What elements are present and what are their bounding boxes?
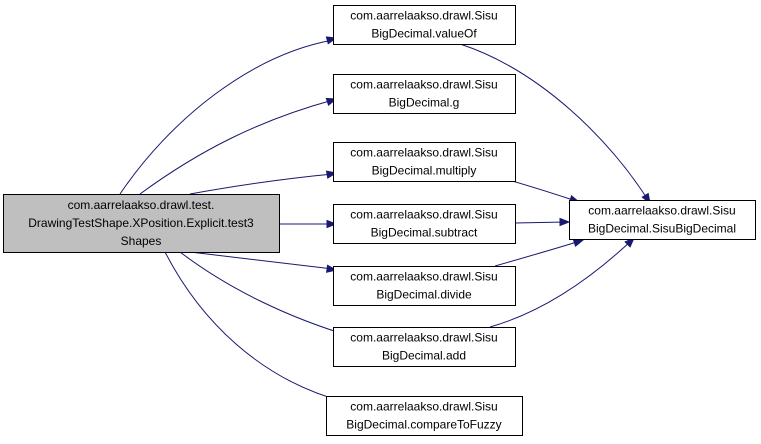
node-label-line: BigDecimal.compareToFuzzy	[346, 418, 501, 432]
nodes-layer: com.aarrelaakso.drawl.test. DrawingTestSh…	[3, 5, 756, 436]
edge-line	[514, 221, 567, 224]
node-label-line: com.aarrelaakso.drawl.Sisu	[350, 146, 497, 160]
edge-line	[179, 251, 351, 337]
node-multiply[interactable]: com.aarrelaakso.drawl.SisuBigDecimal.mul…	[333, 142, 516, 182]
node-box	[333, 5, 516, 45]
edge-root-to-multiply	[189, 170, 338, 195]
node-label-line: BigDecimal.SisuBigDecimal	[588, 222, 736, 236]
node-valueOf[interactable]: com.aarrelaakso.drawl.SisuBigDecimal.val…	[333, 5, 516, 45]
node-label-line: BigDecimal.subtract	[371, 226, 478, 240]
node-label-line: com.aarrelaakso.drawl.test.	[68, 198, 215, 212]
node-box	[333, 74, 516, 114]
node-label-line: com.aarrelaakso.drawl.Sisu	[350, 78, 497, 92]
node-ctor[interactable]: com.aarrelaakso.drawl.SisuBigDecimal.Sis…	[569, 200, 756, 240]
node-root[interactable]: com.aarrelaakso.drawl.test. DrawingTestSh…	[3, 194, 280, 253]
edge-line	[119, 39, 334, 195]
edge-root-to-divide	[189, 251, 338, 273]
edge-line	[489, 239, 633, 328]
node-label-line: com.aarrelaakso.drawl.Sisu	[350, 331, 497, 345]
node-label-line: BigDecimal.valueOf	[371, 27, 477, 41]
node-label-line: BigDecimal.divide	[376, 288, 472, 302]
arrowhead-icon	[559, 217, 571, 227]
node-label-line: Shapes	[121, 234, 162, 248]
node-box	[569, 200, 756, 240]
node-box	[333, 204, 516, 244]
node-box	[333, 327, 516, 367]
node-box	[333, 142, 516, 182]
node-box	[326, 396, 523, 436]
node-box	[333, 266, 516, 306]
edge-line	[189, 173, 334, 195]
node-label-line: com.aarrelaakso.drawl.Sisu	[588, 204, 735, 218]
edge-line	[494, 240, 581, 267]
node-label-line: BigDecimal.multiply	[372, 164, 477, 178]
node-divide[interactable]: com.aarrelaakso.drawl.SisuBigDecimal.div…	[333, 266, 516, 306]
node-label-line: com.aarrelaakso.drawl.Sisu	[350, 9, 497, 23]
node-subtract[interactable]: com.aarrelaakso.drawl.SisuBigDecimal.sub…	[333, 204, 516, 244]
node-label-line: com.aarrelaakso.drawl.Sisu	[350, 400, 497, 414]
edge-root-to-subtract	[279, 219, 338, 229]
edge-line	[164, 251, 346, 403]
node-label-line: com.aarrelaakso.drawl.Sisu	[350, 208, 497, 222]
node-label-line: com.aarrelaakso.drawl.Sisu	[350, 270, 497, 284]
node-g[interactable]: com.aarrelaakso.drawl.SisuBigDecimal.g	[333, 74, 516, 114]
arrowhead-icon	[326, 219, 338, 229]
edge-root-to-compareToFuzzy	[164, 251, 350, 405]
node-label-line: DrawingTestShape.XPosition.Explicit.test…	[28, 216, 254, 230]
edge-subtract-to-ctor	[514, 217, 571, 227]
node-compareToFuzzy[interactable]: com.aarrelaakso.drawl.SisuBigDecimal.com…	[326, 396, 523, 436]
node-add[interactable]: com.aarrelaakso.drawl.SisuBigDecimal.add	[333, 327, 516, 367]
edge-line	[139, 99, 334, 195]
node-label-line: BigDecimal.g	[389, 96, 460, 110]
edge-root-to-valueOf	[119, 36, 338, 195]
node-box	[3, 194, 280, 253]
edge-line	[189, 251, 334, 270]
node-label-line: BigDecimal.add	[382, 349, 466, 363]
edge-root-to-g	[139, 97, 338, 195]
edge-line	[459, 43, 649, 201]
